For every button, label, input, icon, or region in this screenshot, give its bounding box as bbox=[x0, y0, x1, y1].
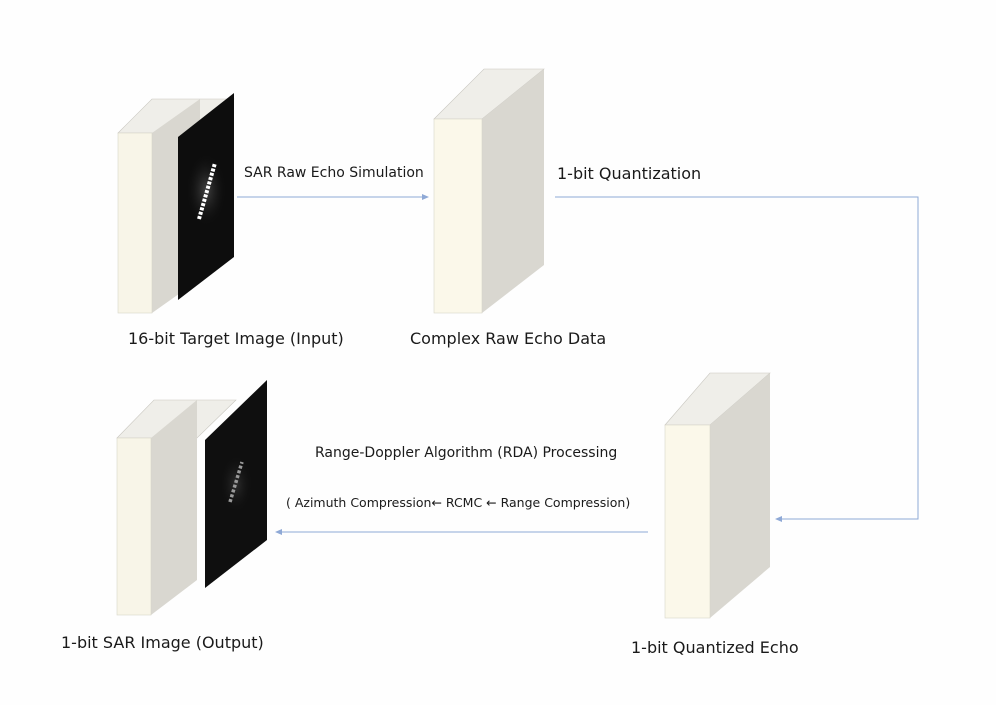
output-image-caption: 1-bit SAR Image (Output) bbox=[61, 633, 264, 652]
output-block-side bbox=[151, 400, 197, 615]
simulation-label: SAR Raw Echo Simulation bbox=[244, 165, 424, 181]
output-block bbox=[116, 399, 237, 616]
output-target-streak bbox=[228, 461, 244, 503]
output-sar-panel bbox=[205, 380, 267, 588]
rda-title: Range-Doppler Algorithm (RDA) Processing bbox=[315, 445, 618, 461]
raw-echo-caption: Complex Raw Echo Data bbox=[410, 329, 607, 348]
quantized-echo-block-side bbox=[710, 373, 770, 618]
input-block-front bbox=[117, 132, 153, 314]
quantized-echo-caption: 1-bit Quantized Echo bbox=[631, 638, 799, 657]
input-target-streak bbox=[197, 162, 217, 220]
raw-echo-block-side bbox=[482, 69, 544, 313]
output-block-front bbox=[116, 437, 152, 616]
quantization-arrow bbox=[555, 196, 919, 522]
quantization-label: 1-bit Quantization bbox=[557, 164, 702, 183]
raw-echo-block-front bbox=[433, 118, 483, 314]
raw-echo-block bbox=[433, 68, 545, 314]
target-image-caption: 16-bit Target Image (Input) bbox=[128, 329, 344, 348]
quantized-echo-block-front bbox=[664, 424, 711, 619]
input-sar-panel bbox=[178, 93, 234, 300]
rda-steps: ( Azimuth Compression← RCMC ← Range Comp… bbox=[286, 495, 631, 510]
quantized-echo-block bbox=[664, 372, 771, 619]
